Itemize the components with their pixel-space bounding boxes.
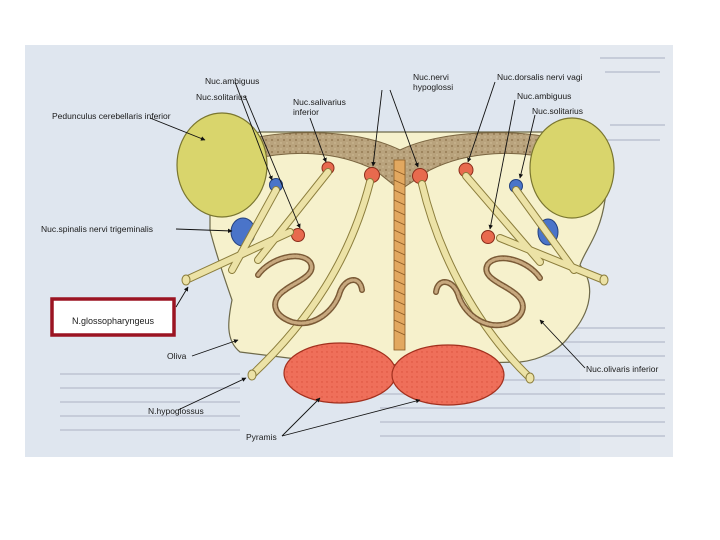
label-nuc-olivaris-inferior: Nuc.olivaris inferior: [586, 364, 658, 374]
label-nuc-ambiguus-left: Nuc.ambiguus: [205, 76, 259, 86]
label-oliva: Oliva: [167, 351, 187, 361]
label-nuc-solitarius-left: Nuc.solitarius: [196, 92, 247, 102]
label-nuc-hypoglossi-1: Nuc.nervi: [413, 72, 449, 82]
label-n-glossopharyngeus: N.glossopharyngeus: [72, 316, 155, 326]
nuc-ambiguus-right: [482, 231, 495, 244]
pedunculus-right: [530, 118, 614, 218]
label-n-hypoglossus: N.hypoglossus: [148, 406, 204, 416]
n-hypoglossus-cut-right: [526, 373, 534, 383]
label-pyramis: Pyramis: [246, 432, 277, 442]
n-hypoglossus-cut-left: [248, 370, 256, 380]
pedunculus-left: [177, 113, 267, 217]
label-nuc-salivarius-1: Nuc.salivarius: [293, 97, 346, 107]
label-nuc-hypoglossi-2: hypoglossi: [413, 82, 453, 92]
pyramis-left: [284, 343, 396, 403]
label-nuc-dorsalis-vagi: Nuc.dorsalis nervi vagi: [497, 72, 583, 82]
n-glossopharyngeus-cut-left: [182, 275, 190, 285]
label-pedunculus: Pedunculus cerebellaris inferior: [52, 111, 171, 121]
label-nuc-solitarius-right: Nuc.solitarius: [532, 106, 583, 116]
label-nuc-spinalis-trigeminalis: Nuc.spinalis nervi trigeminalis: [41, 224, 153, 234]
page-bleed-right: [580, 45, 673, 457]
label-nuc-ambiguus-right: Nuc.ambiguus: [517, 91, 571, 101]
pyramis-right: [392, 345, 504, 405]
label-nuc-salivarius-2: inferior: [293, 107, 319, 117]
median-raphe: [394, 160, 405, 350]
n-glossopharyngeus-cut-right: [600, 275, 608, 285]
